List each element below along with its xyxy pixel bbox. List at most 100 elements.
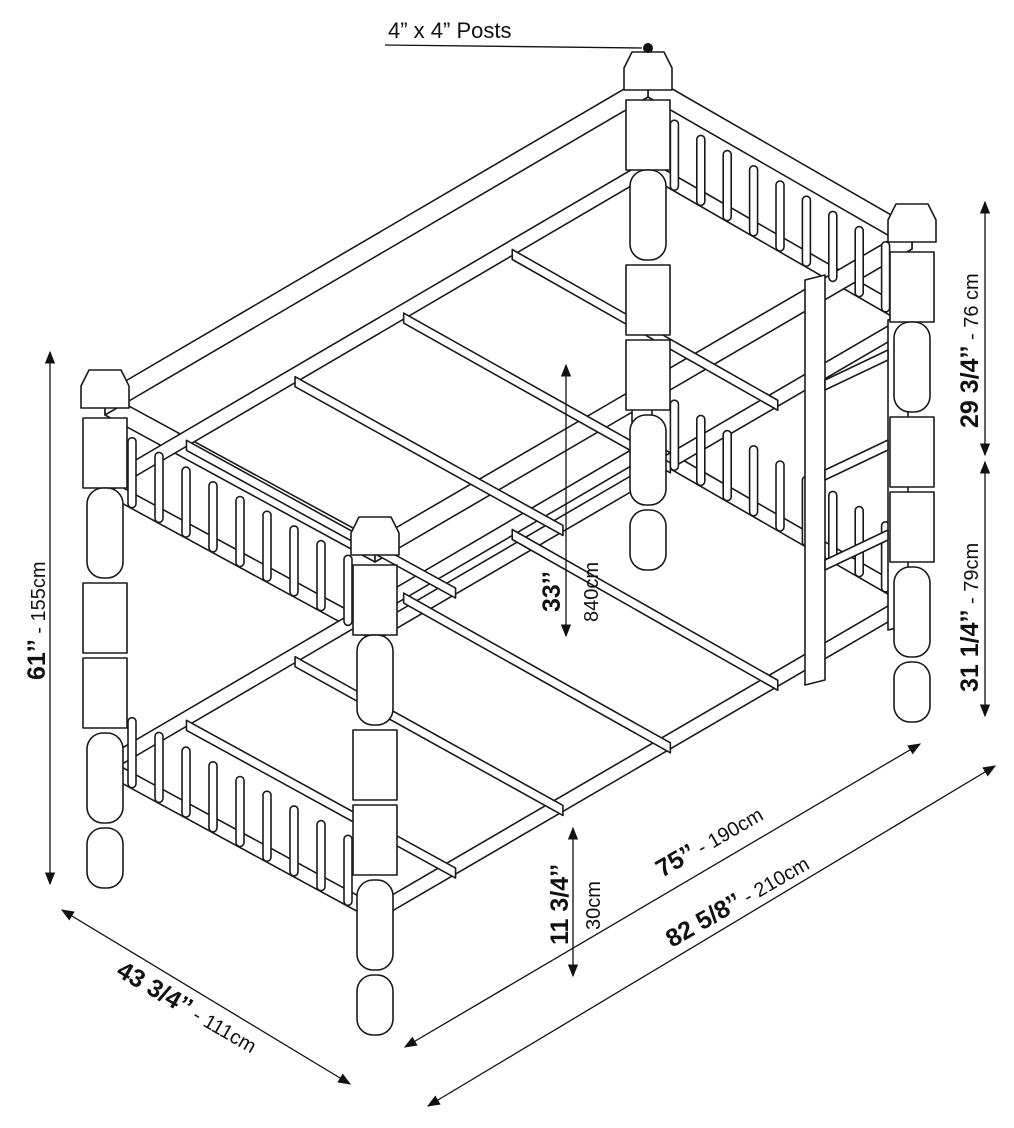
post-turning xyxy=(893,661,931,723)
spindle xyxy=(827,490,838,563)
spindle xyxy=(289,805,299,877)
post-block xyxy=(889,416,935,488)
spindle xyxy=(695,414,706,487)
spindle xyxy=(775,180,785,252)
slat xyxy=(294,655,564,817)
post-block xyxy=(82,582,128,654)
spindle xyxy=(127,436,137,509)
underbed-inches: 11 3/4’’ xyxy=(546,864,574,945)
svg-text:75’’ - 190cm: 75’’ - 190cm xyxy=(651,800,768,884)
svg-text:31 1/4’’ - 79cm: 31 1/4’’ - 79cm xyxy=(956,543,984,692)
spindle xyxy=(343,834,353,907)
post-turning xyxy=(893,321,931,413)
post xyxy=(80,369,130,889)
post-marker-dot xyxy=(643,43,653,53)
dimension-lower-height: 31 1/4’’ - 79cm xyxy=(956,460,991,718)
spindle xyxy=(827,210,838,283)
post-turning xyxy=(86,487,124,579)
posts-label: 4” x 4” Posts xyxy=(388,18,511,43)
spindle xyxy=(669,399,680,472)
upper-inches: 29 3/4’’ xyxy=(956,346,984,428)
underbed-cm: 30cm xyxy=(583,881,605,930)
post-block xyxy=(82,417,128,489)
bed-frame xyxy=(104,74,913,922)
post-block xyxy=(352,564,398,636)
post-cap xyxy=(623,51,673,91)
slat xyxy=(511,528,779,692)
svg-text:29 3/4’’ - 76 cm: 29 3/4’’ - 76 cm xyxy=(956,273,984,428)
post-block xyxy=(352,729,398,801)
top-rail xyxy=(104,74,649,416)
clearance-inches: 33’’ xyxy=(538,571,566,612)
spindle xyxy=(262,790,272,863)
post-cap xyxy=(80,369,130,409)
post-block xyxy=(82,657,128,729)
lower-inches: 31 1/4’’ xyxy=(956,610,984,692)
svg-text:43 3/4’’ - 111cm: 43 3/4’’ - 111cm xyxy=(112,956,262,1059)
posts-callout: 4” x 4” Posts xyxy=(384,18,653,53)
post-turning xyxy=(629,414,667,506)
inner-length-cm: - 190cm xyxy=(689,804,767,862)
post-turning xyxy=(86,827,124,889)
post xyxy=(350,516,400,1036)
post-turning xyxy=(629,509,667,571)
dimension-outer-length: 82 5/8’’ - 210cm xyxy=(426,765,997,1107)
width-cm: - 111cm xyxy=(184,1002,260,1058)
spindle xyxy=(669,119,680,191)
spindle xyxy=(235,495,245,568)
post-cap xyxy=(887,203,937,243)
outer-length-inches: 82 5/8’’ xyxy=(661,888,746,953)
spindle xyxy=(854,225,865,298)
post-block xyxy=(625,99,671,171)
spindle xyxy=(695,134,706,207)
post-block xyxy=(889,251,935,323)
slat xyxy=(402,312,672,474)
lower-cm: - 79cm xyxy=(961,543,983,610)
spindle xyxy=(154,731,164,804)
height-inches: 61’’ xyxy=(23,639,51,680)
clearance-cm: 840cm xyxy=(581,562,603,622)
ladder-rung xyxy=(824,349,889,391)
slat xyxy=(402,592,672,754)
spindle xyxy=(235,775,245,848)
post-turning xyxy=(86,732,124,824)
spindle xyxy=(316,539,326,612)
dimension-total-height: 61’’ - 155cm xyxy=(23,350,56,886)
spindle xyxy=(208,480,218,553)
spindle xyxy=(181,746,191,818)
post-block xyxy=(889,491,935,563)
post-block xyxy=(352,804,398,876)
dimension-inner-length: 75’’ - 190cm xyxy=(403,743,922,1048)
ladder-rail xyxy=(804,274,826,686)
spindle xyxy=(289,525,299,597)
dimension-upper-height: 29 3/4’’ - 76 cm xyxy=(956,200,991,457)
spindle xyxy=(748,444,759,517)
spindle xyxy=(316,819,326,892)
dimension-under-bed: 11 3/4’’ 30cm xyxy=(546,826,605,978)
spindle xyxy=(748,165,759,237)
spindle xyxy=(880,241,891,313)
post-block xyxy=(625,264,671,336)
post xyxy=(623,51,673,571)
post-turning xyxy=(356,879,394,971)
spindle xyxy=(262,510,272,583)
upper-cm: - 76 cm xyxy=(961,273,983,345)
height-cm: - 155cm xyxy=(28,561,50,639)
svg-text:61’’ - 155cm: 61’’ - 155cm xyxy=(23,561,51,680)
spindle xyxy=(722,149,733,222)
post-turning xyxy=(356,974,394,1036)
dimension-clearance: 33’’ 840cm xyxy=(538,363,603,638)
ladder-rung xyxy=(824,439,889,481)
spindle xyxy=(801,195,812,267)
slat xyxy=(185,439,457,599)
post-turning xyxy=(629,169,667,261)
post-cap xyxy=(350,516,400,556)
spindle xyxy=(343,554,353,627)
spindle xyxy=(208,760,218,833)
post-turning xyxy=(356,634,394,726)
spindle xyxy=(722,429,733,502)
spindle xyxy=(181,466,191,538)
post-turning xyxy=(893,566,931,658)
ladder-rung xyxy=(824,529,889,571)
